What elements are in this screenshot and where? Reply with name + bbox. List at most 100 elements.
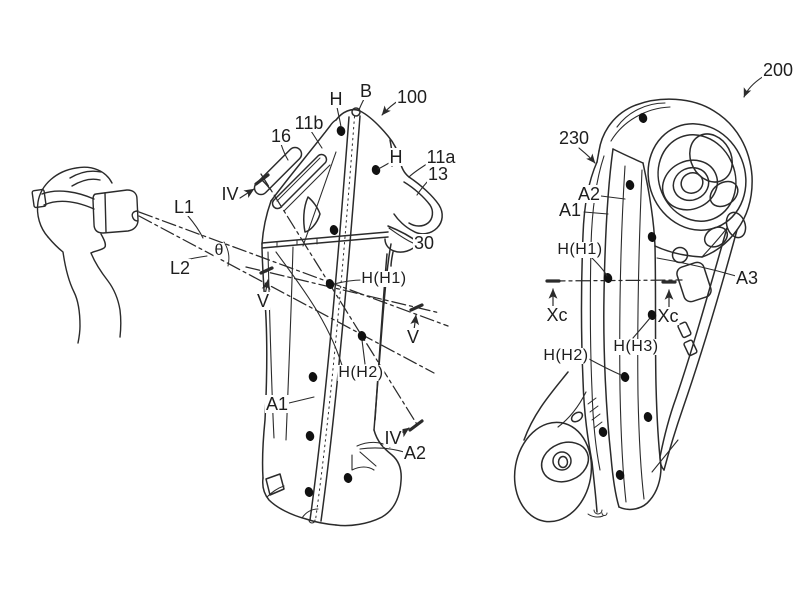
stick-outer: [654, 151, 725, 218]
chin-jaw: [91, 234, 105, 253]
bar-16-cap: [262, 180, 270, 189]
inner-left-panel: [268, 252, 274, 438]
grip-hatch: [588, 398, 602, 428]
seam-left: [310, 117, 349, 520]
cross-bar-ticks: [277, 239, 317, 247]
hmd-strap-lower: [44, 201, 94, 209]
strap-a3-top: [702, 228, 727, 257]
strap-a3-outer: [664, 230, 737, 470]
foot-line: [267, 486, 284, 497]
strap-a3-inner: [660, 228, 727, 470]
cross-bar-top: [262, 232, 388, 243]
hmd-goggle-box: [93, 190, 138, 233]
bottom-notch: [302, 509, 318, 523]
front-seam-1: [620, 166, 626, 502]
label-xc-left: Xc: [545, 305, 569, 325]
hmd-strap-buckle: [32, 189, 46, 208]
head-outline: [37, 167, 112, 237]
label-theta: θ: [213, 242, 225, 259]
leader-a2-left: [360, 448, 404, 452]
left-bevel: [597, 151, 599, 162]
label-a2-right: A2: [576, 184, 602, 204]
ring-outer: [632, 109, 761, 245]
leader-a1-right: [584, 212, 608, 214]
button-oval-2: [701, 223, 731, 251]
base-ring: [553, 452, 571, 470]
head-swirl-2: [611, 107, 670, 141]
head-window-triangle: [304, 197, 320, 232]
leader-lines: [186, 76, 764, 452]
head-back-neck: [48, 237, 80, 343]
label-a2: A2: [402, 443, 428, 463]
hmd-strap-top: [70, 171, 101, 186]
theta-arc: [224, 242, 229, 266]
lens-lower-right: [705, 176, 742, 211]
grip-inner: [558, 392, 586, 427]
trigger-13-outer: [394, 177, 442, 234]
strap-tip: [652, 440, 678, 472]
label-v-right: V: [405, 327, 421, 347]
body-left-edge: [262, 244, 267, 478]
section-ticks: [256, 175, 675, 430]
section-arrows: [240, 189, 674, 438]
arrow-ref-200: [744, 76, 764, 97]
bar-11b-line: [277, 158, 320, 201]
label-h-h1: H(H1): [360, 270, 408, 287]
head-left-edge: [262, 201, 271, 244]
label-ref-16: 16: [269, 126, 293, 146]
label-a1: A1: [264, 394, 290, 414]
label-ref-11a: 11a: [425, 147, 457, 167]
label-ref-100: 100: [395, 87, 429, 107]
label-a1-right: A1: [557, 200, 583, 220]
label-h-top: H: [328, 89, 344, 109]
base-dial: [536, 435, 595, 488]
front-face-top: [613, 149, 643, 163]
arrow-ref-230: [579, 148, 595, 163]
label-xc-right: Xc: [656, 306, 680, 326]
label-ref-230: 230: [557, 128, 591, 148]
leader-l1: [188, 216, 203, 238]
inner-sweep-curve: [276, 252, 344, 372]
label-b: B: [358, 81, 374, 101]
base-ring-inner: [559, 457, 568, 468]
front-bottom: [619, 467, 661, 509]
bottom-edge: [263, 478, 336, 525]
arrow-V-right: [410, 315, 420, 330]
label-l1: L1: [172, 197, 196, 217]
label-ref-11b: 11b: [293, 113, 325, 133]
leader-11b: [311, 131, 322, 148]
label-h-mid: H: [388, 147, 404, 167]
hmd-nose-notch: [132, 211, 138, 221]
tick-IV-bottom: [410, 421, 422, 430]
line-IV-IV: [261, 174, 418, 426]
label-l2: L2: [168, 258, 192, 278]
stick-mid: [668, 162, 714, 206]
seam-right: [321, 116, 360, 521]
inner-mid-panel: [286, 247, 293, 440]
part-30-stem: [391, 252, 393, 266]
label-ref-30: 30: [412, 233, 436, 253]
front-seam-2: [638, 170, 644, 499]
grip-bolt: [570, 410, 584, 423]
hmd-strap-upper: [42, 191, 94, 199]
leader-h-mid: [378, 163, 389, 169]
neck-front-chest: [91, 253, 121, 337]
side-button: [675, 261, 713, 304]
seam-stipple: [316, 117, 355, 521]
label-v-left: V: [255, 291, 271, 311]
line-Xc: [551, 280, 682, 281]
line-L2: [139, 216, 434, 373]
strap-mark-1: [677, 322, 691, 338]
label-h-h1-right: H(H1): [556, 241, 604, 258]
leader-a3: [657, 258, 736, 276]
line-V-V: [246, 267, 440, 313]
label-h-h2: H(H2): [337, 364, 385, 381]
leader-16: [281, 144, 288, 160]
a2-detail-3: [360, 452, 376, 466]
trigger-13-inner: [404, 182, 432, 226]
head-bottom-edge: [655, 246, 702, 257]
label-h-h3: H(H3): [612, 338, 660, 355]
viewer-person: [32, 167, 138, 343]
